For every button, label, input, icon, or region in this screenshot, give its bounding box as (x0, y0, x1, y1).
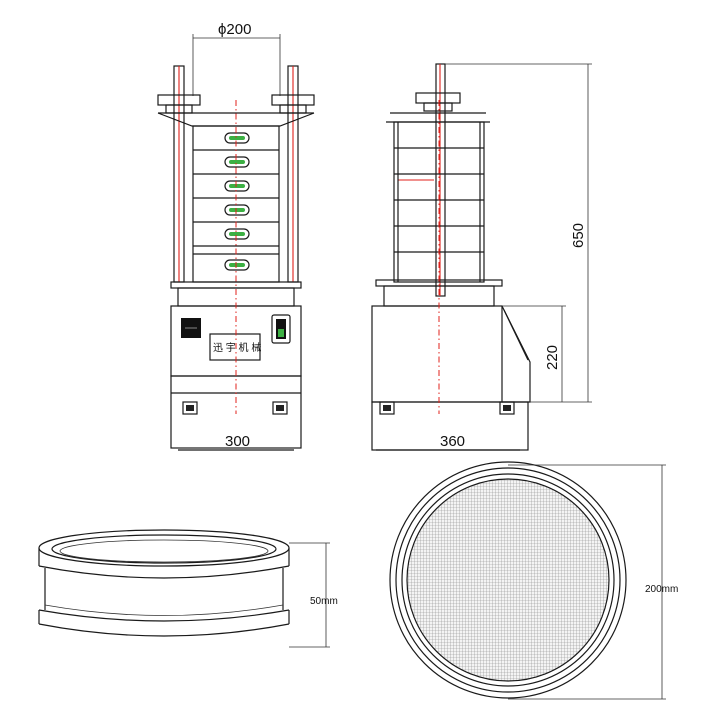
sieve-top-view: 200mm (389, 461, 678, 700)
threaded-rod-left (173, 65, 185, 283)
mesh-screen (407, 479, 609, 681)
machine-body-side (371, 305, 531, 451)
overall-height-label: 650 (570, 223, 587, 248)
front-view: ϕ200 (157, 21, 315, 451)
machine-body-front: 迅 宇 机 械 (170, 305, 302, 451)
power-switch (271, 314, 291, 344)
threaded-rod-right (287, 65, 299, 283)
front-width-label: 300 (225, 433, 250, 450)
base-height-label: 220 (544, 345, 561, 370)
front-diameter-label: ϕ200 (218, 21, 251, 38)
feet-front (182, 401, 288, 415)
side-view: 650 220 360 (371, 63, 592, 451)
feet-side (379, 401, 515, 415)
sieve-side-elevation: 50mm (38, 529, 338, 648)
side-width-label: 360 (440, 433, 465, 450)
sieve-height-label: 50mm (310, 596, 338, 607)
nameplate-text: 迅 宇 机 械 (213, 341, 261, 354)
sieve-stack-side (393, 121, 485, 283)
sieve-diameter-label: 200mm (645, 584, 678, 595)
